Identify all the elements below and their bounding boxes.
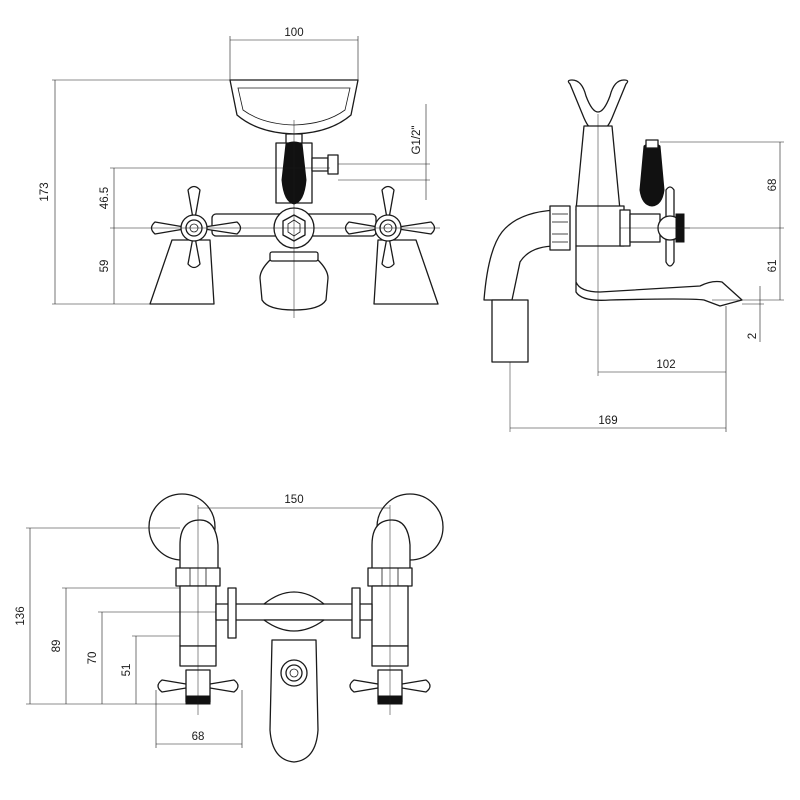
side-diverter-handle-dark <box>639 142 665 207</box>
dim-centres: 150 <box>284 494 303 506</box>
dim-base-to-axis: 59 <box>99 260 111 273</box>
dim-handle-span: 68 <box>192 731 205 743</box>
side-spout <box>483 209 557 301</box>
left-leg-base <box>149 239 215 305</box>
dim-axis-height: 46.5 <box>99 187 111 209</box>
dim-overall-depth: 169 <box>598 415 617 427</box>
front-view: 100 G1/2" 173 46.5 59 <box>39 27 440 318</box>
right-leg-base <box>373 239 439 305</box>
left-cross-handle <box>150 185 242 269</box>
dim-overall-height: 173 <box>39 182 51 201</box>
dim-width: 100 <box>284 27 303 39</box>
dim-depth-total: 136 <box>15 606 27 625</box>
dim-thread: G1/2" <box>411 125 423 154</box>
dim-upper-height: 68 <box>767 179 779 192</box>
dim-lower-height: 61 <box>767 260 779 273</box>
dim-depth-b: 70 <box>87 652 99 665</box>
dim-spout-drop: 2 <box>747 333 759 339</box>
dim-spout-reach: 102 <box>656 359 675 371</box>
top-view: 150 136 89 70 51 68 <box>15 493 444 763</box>
top-crossbar <box>215 603 373 621</box>
dim-depth-c: 51 <box>121 664 133 677</box>
side-view: 68 61 2 102 169 <box>483 79 784 432</box>
dim-depth-a: 89 <box>51 640 63 653</box>
bath-spout <box>575 245 743 307</box>
top-spout <box>269 639 319 763</box>
tail-pipe <box>491 299 529 363</box>
